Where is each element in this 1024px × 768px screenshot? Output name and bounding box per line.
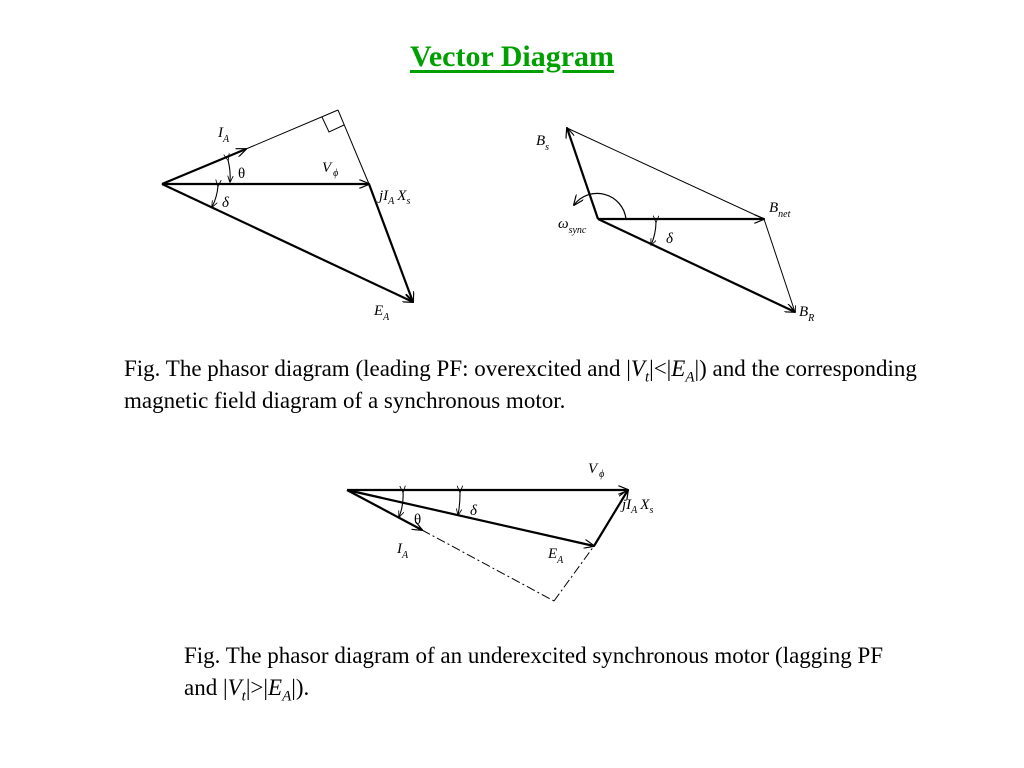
ia-label: IA [396, 541, 409, 561]
theta-label: θ [238, 166, 245, 182]
figure-caption-lagging: Fig. The phasor diagram of an underexcit… [184, 643, 884, 705]
ia-phasor [161, 147, 246, 186]
ea-label: EA [373, 303, 390, 323]
construction-dashdot [421, 529, 555, 602]
delta-label: δ [470, 503, 478, 519]
bs-label: Bs [536, 133, 549, 153]
construction-dashdot [553, 545, 595, 602]
ea-label: EA [547, 546, 564, 566]
br-label: BR [799, 304, 814, 324]
figure-caption-leading: Fig. The phasor diagram (leading PF: ove… [124, 356, 917, 413]
delta-arc [458, 492, 460, 515]
jiaxs-phasor [367, 183, 413, 302]
magnetic-field-diagram: Bs ωsync Bnet δ BR [536, 128, 814, 324]
page-title: Vector Diagram [409, 40, 615, 73]
delta-arc [651, 222, 656, 245]
delta-arc [212, 186, 218, 207]
rotation-arc [574, 192, 627, 220]
ia-phasor [346, 489, 422, 530]
construction-line [566, 127, 765, 220]
bs-vector [567, 128, 600, 220]
right-angle-mark [321, 116, 345, 133]
bnet-label: Bnet [769, 200, 791, 220]
ea-phasor [346, 488, 594, 546]
construction-line [245, 109, 339, 150]
ea-phasor [161, 183, 413, 302]
theta-arc [399, 492, 403, 517]
delta-label: δ [222, 195, 230, 211]
jiaxs-phasor [593, 490, 628, 547]
construction-line [337, 109, 370, 185]
delta-label: δ [666, 231, 674, 247]
ia-label: IA [217, 125, 230, 145]
theta-label: θ [414, 512, 421, 528]
omega-sync-label: ωsync [558, 216, 587, 236]
br-vector [597, 218, 795, 312]
theta-arc [228, 160, 230, 182]
construction-line [763, 218, 795, 312]
